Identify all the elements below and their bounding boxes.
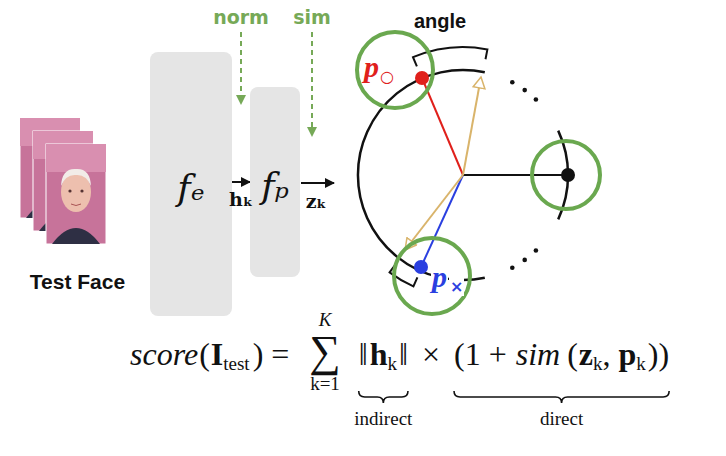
highlight-circle: [394, 238, 470, 314]
input-image: Test Face: [15, 112, 140, 292]
formula-subscript: k: [387, 353, 397, 375]
operation-label: norm: [213, 6, 269, 28]
red-prototype: [415, 71, 429, 85]
formula-term: sim: [516, 336, 560, 373]
projector-block: fₚ: [250, 87, 300, 277]
underbrace: [359, 391, 408, 403]
black-radius: [463, 174, 568, 176]
output-arrow: [301, 182, 334, 184]
underbraces: [359, 391, 669, 403]
formula-term: h: [370, 336, 388, 373]
angle-label: angle: [414, 10, 466, 33]
node-label: fₚ: [261, 168, 289, 204]
formula-term: (: [199, 336, 210, 373]
term-annotation: direct: [540, 408, 583, 430]
formula-term: p: [619, 336, 637, 373]
formula-term: (1 +: [454, 336, 507, 373]
formula-term: ×: [422, 336, 440, 373]
formula-subscript: k: [593, 353, 603, 375]
formula-term: ‖: [359, 336, 368, 373]
formula-term: (: [567, 336, 578, 373]
formula-subscript: k: [636, 353, 646, 375]
sim-arrow: [311, 32, 313, 132]
prototype-label: p: [431, 260, 448, 294]
operation-label: sim: [293, 6, 331, 28]
formula-term: score: [130, 336, 198, 373]
prototype-label: p: [364, 50, 379, 84]
edge-label: hₖ: [229, 188, 253, 210]
encoder-block: fₑ: [150, 52, 232, 316]
node-label: Test Face: [30, 271, 125, 292]
red-radius: [422, 78, 463, 175]
formula-subscript: test: [223, 353, 249, 375]
term-annotation: indirect: [354, 408, 412, 430]
highlight-circle: [532, 141, 600, 209]
highlight-circle: [357, 32, 433, 108]
prototype-subscript: ○: [380, 67, 394, 86]
embedding-label: zₖ: [306, 190, 327, 212]
embedding-arrow: [463, 77, 481, 175]
norm-arrow: [240, 32, 242, 100]
formula-term: ) =: [253, 336, 290, 373]
formula-term: )): [648, 336, 669, 373]
sum-symbol: ∑: [309, 326, 340, 377]
formula-term: I: [211, 336, 223, 373]
prototype-subscript: ×: [449, 277, 464, 296]
formula-term: z: [579, 336, 593, 373]
flow-arrow: [232, 181, 250, 183]
sum-limit: k=1: [310, 373, 340, 395]
node-label: fₑ: [177, 170, 204, 206]
angle-bracket: [413, 47, 487, 66]
black-prototype: [561, 168, 575, 182]
face-photo: [46, 144, 106, 244]
formula-term: ,: [603, 336, 611, 373]
formula-term: ‖: [399, 336, 408, 373]
blue-prototype: [414, 260, 428, 274]
underbrace: [454, 391, 669, 403]
